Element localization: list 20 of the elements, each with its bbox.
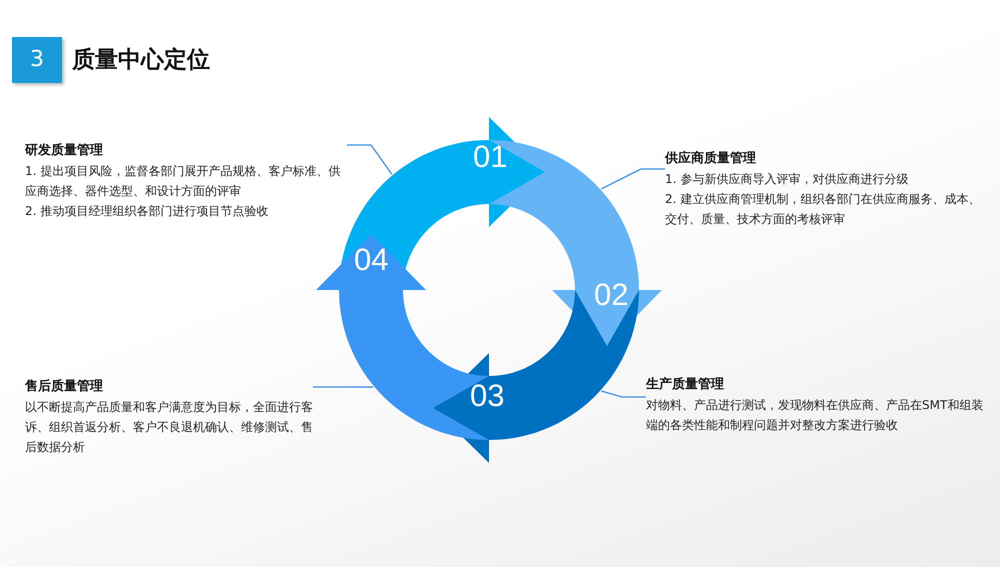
section-heading: 供应商质量管理 (665, 150, 757, 168)
step-number: 04 (354, 244, 388, 275)
section-number-badge: 3 (12, 37, 62, 83)
section-heading: 生产质量管理 (646, 376, 725, 394)
step-number: 03 (470, 380, 504, 411)
leader-line (601, 390, 646, 398)
step-number: 02 (594, 279, 628, 310)
description-text: 1. 提出项目风险，监督各部门展开产品规格、客户标准、供应商选择、器件选型、和设计方面的评审 (25, 163, 342, 200)
description-text: 2. 建立供应商管理机制，组织各部门在供应商服务、成本、交付、质量、技术方面的考核评审 (665, 191, 982, 228)
description-text: 2. 推动项目经理组织各部门进行项目节点验收 (25, 203, 270, 220)
leader-line (347, 144, 392, 175)
description-text: 对物料、产品进行测试，发现物料在供应商、产品在SMT和组装端的各类性能和制程问题并对整改方案进行验收 (646, 397, 984, 434)
section-heading: 研发质量管理 (25, 142, 104, 160)
description-text: 1. 参与新供应商导入评审，对供应商进行分级 (665, 171, 910, 188)
section-heading: 售后质量管理 (25, 378, 104, 396)
title: 质量中心定位 (72, 46, 210, 75)
leader-line (313, 386, 374, 388)
description-text: 以不断提高产品质量和客户满意度为目标，全面进行客诉、组织首返分析、客户不良退机确认、维修测试、售后数据分析 (25, 399, 313, 456)
step-number: 01 (473, 141, 508, 172)
leader-line (600, 168, 665, 190)
